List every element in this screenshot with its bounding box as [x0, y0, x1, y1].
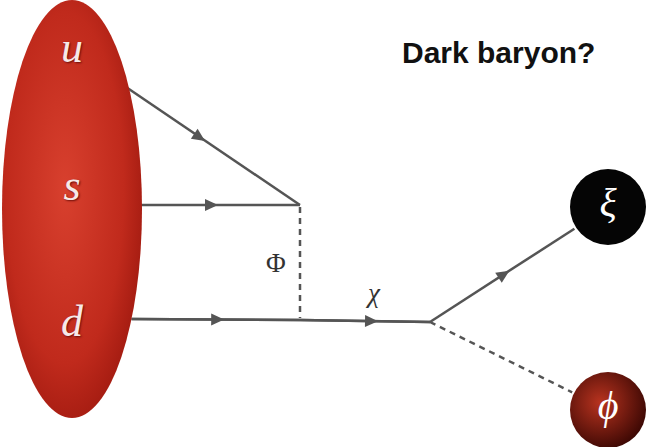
fermion-line [300, 320, 430, 322]
fermion-line [430, 229, 574, 322]
quark-label: u [2, 26, 142, 70]
fermion-line [132, 319, 300, 320]
arrow-head [495, 266, 512, 283]
decay-connector [132, 319, 573, 392]
hadron-blob: u s d [2, 0, 142, 418]
heading-label: Dark baryon? [402, 38, 595, 68]
particle-symbol: ϕ [570, 386, 646, 426]
scalar-line [430, 322, 572, 392]
fermion-line [132, 319, 300, 320]
arrow-head [191, 129, 208, 146]
dark-fermion: ξ [570, 169, 646, 245]
arrow-head [205, 199, 218, 211]
fermion-line [300, 320, 430, 322]
particle-label: χ [368, 280, 380, 307]
quark-label: d [2, 300, 142, 344]
decay-connector [132, 229, 575, 327]
phi-propagator [299, 207, 302, 318]
particle-symbol: ξ [570, 183, 646, 223]
propagator-label: Φ [266, 250, 286, 277]
quark-label: s [2, 164, 142, 208]
dark-scalar: ϕ [570, 372, 646, 447]
